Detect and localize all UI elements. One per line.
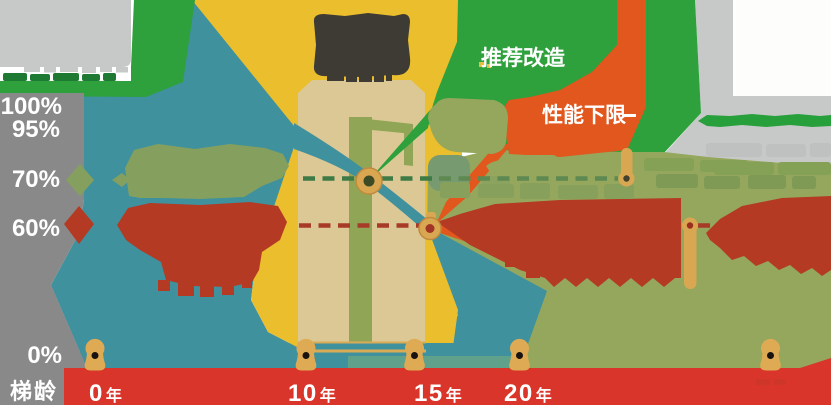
svg-text:60%: 60% bbox=[12, 215, 60, 242]
svg-text:梯龄: 梯龄 bbox=[10, 379, 58, 404]
svg-text:95%: 95% bbox=[12, 116, 60, 143]
svg-text:性能下限: 性能下限 bbox=[542, 103, 626, 127]
svg-text:0%: 0% bbox=[27, 342, 62, 369]
svg-text:100%: 100% bbox=[1, 93, 62, 120]
svg-text:70%: 70% bbox=[12, 166, 60, 193]
svg-text:推荐改造: 推荐改造 bbox=[481, 46, 566, 70]
